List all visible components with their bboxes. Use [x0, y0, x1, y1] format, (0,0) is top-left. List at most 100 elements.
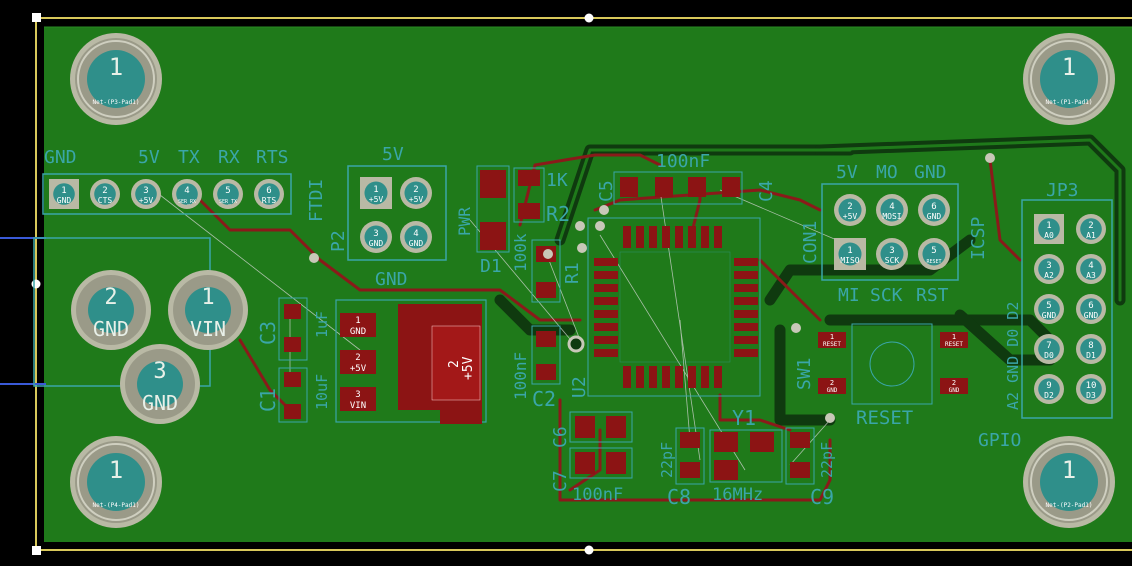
- cap-c8[interactable]: 22pF C8: [658, 427, 705, 509]
- gpio-ref: JP3: [1046, 180, 1079, 201]
- c9-value: 22pF: [818, 442, 836, 478]
- c2-value: 100nF: [511, 352, 530, 400]
- pin-label: GND: [142, 391, 178, 415]
- pin-number: 4: [413, 229, 418, 239]
- mcu-pad: [714, 366, 722, 388]
- y1-ref: Y1: [732, 406, 756, 430]
- reset-switch[interactable]: RESET SW1: [794, 323, 933, 429]
- pin-label: GND: [927, 212, 942, 221]
- mcu-u2[interactable]: [587, 217, 761, 397]
- icsp-label-gnd: GND: [914, 162, 947, 183]
- cap-c1[interactable]: C1 10uF: [256, 367, 331, 423]
- pin-number: 3: [373, 229, 378, 239]
- mcu-pad: [594, 323, 618, 331]
- mcu-pad: [734, 323, 758, 331]
- pin-label: GND: [369, 239, 384, 248]
- mcu-pad: [649, 226, 657, 248]
- cap-c2[interactable]: 100nF C2: [511, 325, 561, 411]
- gpio-pin-1[interactable]: 1A0: [1034, 214, 1064, 244]
- mcu-pad: [701, 366, 709, 388]
- mounting-hole-top-right[interactable]: 1 Net-(P1-Pad1): [1023, 33, 1115, 125]
- mcu-pad: [636, 226, 644, 248]
- mounting-hole-bottom-right[interactable]: 1 Net-(P2-Pad1): [1023, 436, 1115, 528]
- power-jack-pin-vin[interactable]: 1 VIN: [168, 270, 248, 350]
- voltage-regulator[interactable]: 2 +5V: [335, 299, 487, 424]
- selection-handle-bottom-mid[interactable]: [584, 545, 594, 555]
- p2-label-5v: 5V: [382, 144, 404, 165]
- pin-number: 2: [355, 353, 360, 363]
- mounting-hole-top-left[interactable]: 1 Net-(P3-Pad1): [70, 33, 162, 125]
- crystal-y1[interactable]: Y1 16MHz: [709, 406, 783, 505]
- pin-number: 2: [413, 185, 418, 195]
- gpio-pin-7[interactable]: 7D0: [1034, 334, 1064, 364]
- icsp-label-sck: SCK: [870, 285, 903, 306]
- gpio-pin-8[interactable]: 8D1: [1076, 334, 1106, 364]
- cap-c3[interactable]: C3 1uF: [256, 297, 331, 361]
- cap-c7[interactable]: C7 100nF: [550, 447, 633, 505]
- ftdi-pin-3[interactable]: 3+5V: [131, 179, 161, 209]
- mcu-pad: [688, 226, 696, 248]
- pin-number: 1: [830, 333, 834, 341]
- gpio-pin-3[interactable]: 3A2: [1034, 254, 1064, 284]
- p2-pin-2[interactable]: 2+5V: [400, 177, 432, 209]
- icsp-title: ICSP: [968, 216, 989, 260]
- selection-handle-left-mid[interactable]: [31, 279, 41, 289]
- gpio-pin-2[interactable]: 2A1: [1076, 214, 1106, 244]
- cap-c6[interactable]: C6: [550, 411, 633, 448]
- cap-c5-c4[interactable]: 100nF C5 C4: [596, 151, 777, 205]
- gpio-pin-9[interactable]: 9D2: [1034, 374, 1064, 404]
- led-d1[interactable]: PWR D1: [455, 165, 510, 277]
- power-jack-pin-gnd-1[interactable]: 2 GND: [71, 270, 151, 350]
- cap-c9[interactable]: 22pF C9: [785, 427, 836, 509]
- p2-ref: P2: [328, 230, 349, 252]
- pin-label: SER_TX: [219, 199, 237, 205]
- power-jack-pin-gnd-3[interactable]: 3 GND: [120, 344, 200, 424]
- r1-ref: R1: [562, 262, 583, 284]
- gpio-pin-4[interactable]: 4A3: [1076, 254, 1106, 284]
- hole-number: 1: [1062, 53, 1076, 81]
- icsp-label-rst: RST: [916, 285, 949, 306]
- selection-handle-bottom-left[interactable]: [32, 546, 41, 555]
- icsp-pin-2[interactable]: 2+5V: [834, 194, 866, 226]
- p2-pin-1[interactable]: 1+5V: [360, 177, 392, 209]
- mcu-pad: [662, 366, 670, 388]
- selection-handle-top-mid[interactable]: [584, 13, 594, 23]
- r2-value: 1K: [546, 170, 568, 191]
- resistor-r2[interactable]: 1K R2: [513, 167, 570, 226]
- y1-value: 16MHz: [712, 485, 763, 505]
- pin-label: GND: [949, 387, 960, 394]
- pin-number: 2: [847, 202, 852, 212]
- pin-number: 6: [266, 186, 271, 196]
- c4-ref: C4: [756, 180, 777, 202]
- ftdi-ref: FTDI: [306, 179, 327, 222]
- pin-number: 3: [355, 390, 360, 400]
- pin-label: SCK: [885, 256, 900, 265]
- ftdi-label-5v: 5V: [138, 147, 160, 168]
- sw1-ref: SW1: [794, 357, 815, 390]
- regulator-pin-2[interactable]: 2+5V: [340, 350, 376, 374]
- mounting-hole-bottom-left[interactable]: 1 Net-(P4-Pad1): [70, 436, 162, 528]
- selection-handle-top-left[interactable]: [32, 13, 41, 22]
- pin-number: 3: [889, 246, 894, 256]
